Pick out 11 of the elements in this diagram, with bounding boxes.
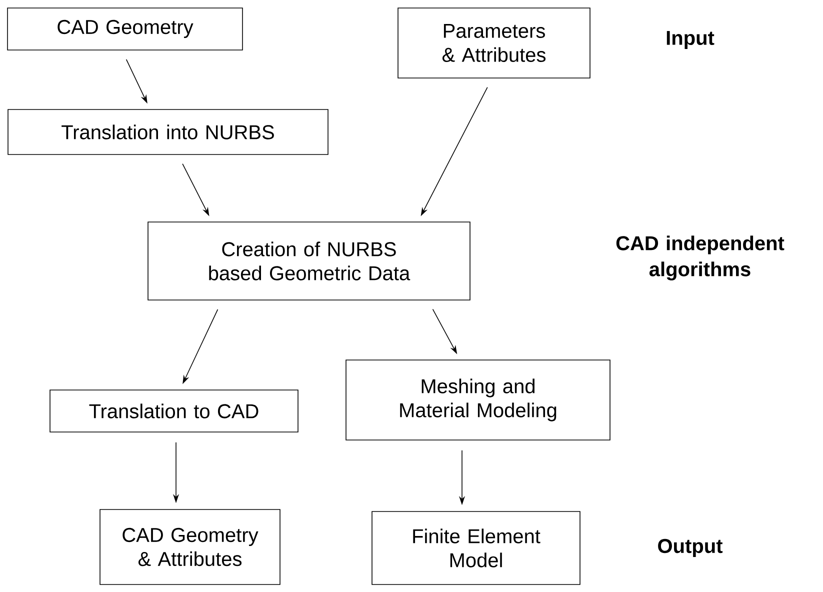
stage-label: Input: [666, 31, 714, 49]
stage-label: Output: [658, 538, 723, 558]
process-box: Translation to CAD: [50, 390, 298, 432]
process-box: Meshing and Material Modeling: [346, 360, 610, 440]
process-box: Parameters & Attributes: [398, 8, 590, 78]
process-box: Creation of NURBS based Geometric Data: [148, 222, 470, 300]
process-box: CAD Geometry & Attributes: [100, 509, 280, 585]
stage-label: CAD independent algorithms: [616, 236, 784, 280]
process-box: Translation into NURBS: [8, 109, 328, 155]
process-box: CAD Geometry: [7, 8, 243, 50]
process-box: Finite Element Model: [372, 511, 580, 585]
